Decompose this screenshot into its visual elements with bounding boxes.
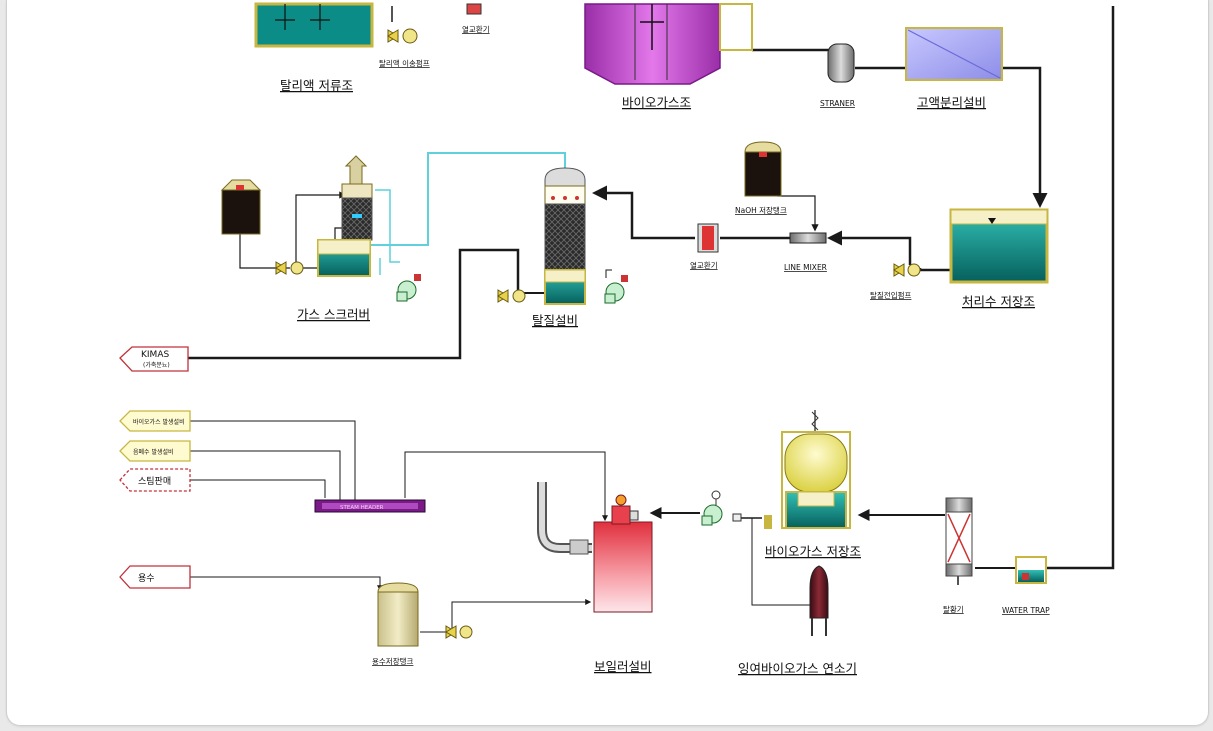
scrubber-blower[interactable] [396, 274, 421, 302]
boiler-unit[interactable] [593, 494, 653, 613]
steam-sale-tag[interactable]: 스팀판매 [119, 468, 191, 492]
water-supply-tag-label: 용수 [138, 573, 155, 584]
boiler-stack[interactable] [537, 482, 592, 555]
pipe-network [188, 6, 1115, 633]
waste-plant-tag-label: 음폐수 발생설비 [133, 448, 174, 456]
deodorizer-blower[interactable] [604, 269, 628, 304]
line-mixer[interactable] [789, 232, 827, 244]
water-trap-label: WATER TRAP [1002, 606, 1050, 615]
biogas-plant-tag[interactable]: 바이오가스 발생설비 [119, 410, 191, 432]
strainer-label: STRANER [820, 99, 855, 108]
water-supply-tag[interactable]: 용수 [119, 565, 191, 589]
surplus-burner-label: 잉여바이오가스 연소기 [738, 661, 857, 676]
solid-liquid-separator[interactable] [905, 27, 1003, 81]
stripping-liquid-tank[interactable] [254, 2, 374, 48]
biogas-plant-tag-label: 바이오가스 발생설비 [133, 418, 185, 426]
steam-header[interactable]: STEAM HEADER [314, 499, 426, 513]
naoh-storage-tank[interactable] [744, 141, 782, 197]
deodorizer-feed-pump[interactable] [893, 263, 921, 277]
deodorizer-tower[interactable] [544, 167, 586, 305]
stripping-pump[interactable] [387, 6, 418, 44]
surplus-biogas-burner[interactable] [809, 565, 829, 636]
heat-exchanger-mid[interactable] [697, 223, 719, 253]
steam-sale-tag-label: 스팀판매 [138, 475, 171, 487]
cyan-gas-line [355, 152, 566, 246]
separator-label: 고액분리설비 [917, 95, 986, 110]
desulfurizer[interactable] [945, 497, 973, 577]
gas-scrubber-unit[interactable] [317, 155, 373, 277]
biogas-blower[interactable] [701, 490, 742, 526]
waste-plant-tag[interactable]: 음폐수 발생설비 [119, 440, 191, 462]
deodorizer-pump-label: 탈질전입펌프 [870, 290, 911, 300]
kimas-tag-sub: (가축분뇨) [143, 361, 170, 369]
kimas-tag[interactable]: KIMAS (가축분뇨) [119, 346, 189, 372]
biogas-storage-label: 바이오가스 저장조 [765, 544, 861, 559]
biogas-storage-tank[interactable] [764, 411, 851, 529]
treated-water-tank-label: 처리수 저장조 [962, 294, 1035, 309]
desulfurizer-label: 탈황기 [943, 604, 964, 614]
biogas-reactor-label: 바이오가스조 [622, 95, 691, 110]
deodorizer-label: 탈질설비 [532, 313, 578, 328]
water-storage-tank-label: 용수저장탱크 [372, 656, 413, 666]
heat-exchanger-mid-label: 열교환기 [690, 260, 718, 270]
strainer[interactable] [827, 43, 855, 83]
heat-exchanger-top[interactable] [466, 3, 482, 15]
scrubber-pump[interactable] [275, 261, 304, 275]
deodorizer-pump[interactable] [497, 289, 526, 303]
kimas-tag-label: KIMAS [141, 350, 169, 360]
stripping-tank-label: 탈리액 저류조 [280, 78, 353, 93]
water-trap[interactable] [1015, 556, 1047, 584]
treated-water-tank[interactable] [949, 208, 1049, 284]
scrubber-chemical-tank[interactable] [220, 179, 262, 235]
biogas-reactor-tank[interactable] [584, 3, 753, 85]
naoh-tank-label: NaOH 저장탱크 [735, 205, 787, 215]
boiler-label: 보일러설비 [594, 659, 652, 674]
water-supply-pump[interactable] [445, 625, 473, 639]
line-mixer-label: LINE MIXER [784, 263, 827, 272]
heat-exchanger-top-label: 열교환기 [462, 24, 490, 34]
steam-header-label: STEAM HEADER [340, 505, 384, 511]
gas-scrubber-label: 가스 스크러버 [297, 307, 370, 322]
stripping-pump-label: 탈리액 이송펌프 [379, 58, 430, 68]
water-storage-tank[interactable] [377, 582, 419, 647]
